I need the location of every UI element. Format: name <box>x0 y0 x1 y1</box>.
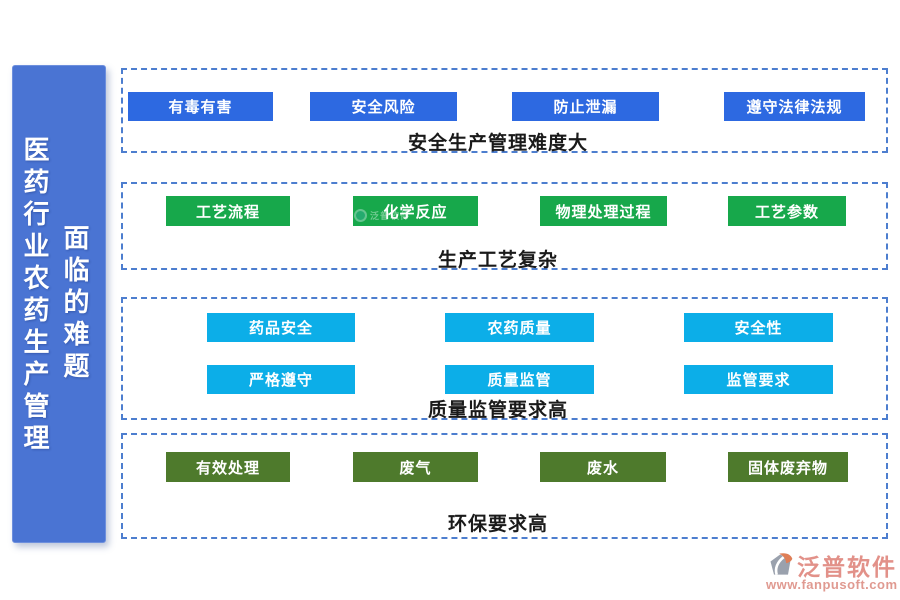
section-label: 环保要求高 <box>447 514 548 535</box>
section-label: 质量监管要求高 <box>427 400 568 421</box>
section-label: 安全生产管理难度大 <box>407 133 588 154</box>
tag-chip[interactable]: 废气 <box>353 452 478 482</box>
brand-logo-icon <box>767 551 795 584</box>
tag-chip[interactable]: 农药质量 <box>445 313 594 342</box>
tag-chip[interactable]: 监管要求 <box>684 365 833 394</box>
tag-chip[interactable]: 质量监管 <box>445 365 594 394</box>
banner-subtitle: 面临的难题 <box>60 224 90 384</box>
left-title-banner: 医药行业农药生产管理 面临的难题 <box>12 65 106 543</box>
banner-title: 医药行业农药生产管理 <box>20 136 50 456</box>
tag-chip[interactable]: 废水 <box>540 452 666 482</box>
tag-chip[interactable]: 工艺流程 <box>166 196 290 226</box>
tag-chip[interactable]: 有毒有害 <box>128 92 273 121</box>
tag-chip[interactable]: 固体废弃物 <box>728 452 848 482</box>
tag-chip[interactable]: 遵守法律法规 <box>724 92 865 121</box>
tag-chip[interactable]: 工艺参数 <box>728 196 846 226</box>
tag-chip[interactable]: 化学反应 <box>353 196 478 226</box>
section-safety-management: 有毒有害 安全风险 防止泄漏 遵守法律法规 安全生产管理难度大 <box>121 68 888 154</box>
watermark: 泛普软件 <box>354 209 410 222</box>
section-production-process: 工艺流程 化学反应 物理处理过程 工艺参数 生产工艺复杂 <box>121 182 888 271</box>
brand-name: 泛普软件 <box>797 554 897 580</box>
watermark-brand: 泛普软件 <box>370 211 411 221</box>
brand-url: www.fanpusoft.com <box>766 577 898 592</box>
watermark-logo-icon <box>354 209 367 222</box>
tag-chip[interactable]: 物理处理过程 <box>540 196 667 226</box>
tag-chip[interactable]: 安全风险 <box>310 92 457 121</box>
tag-chip[interactable]: 安全性 <box>684 313 833 342</box>
tag-chip[interactable]: 严格遵守 <box>207 365 355 394</box>
section-label: 生产工艺复杂 <box>437 250 558 271</box>
tag-chip[interactable]: 药品安全 <box>207 313 355 342</box>
tag-chip[interactable]: 防止泄漏 <box>512 92 659 121</box>
section-quality-supervision: 药品安全 农药质量 安全性 严格遵守 质量监管 监管要求 质量监管要求高 <box>121 297 888 421</box>
section-environmental: 有效处理 废气 废水 固体废弃物 环保要求高 <box>121 433 888 539</box>
tag-chip[interactable]: 有效处理 <box>166 452 290 482</box>
